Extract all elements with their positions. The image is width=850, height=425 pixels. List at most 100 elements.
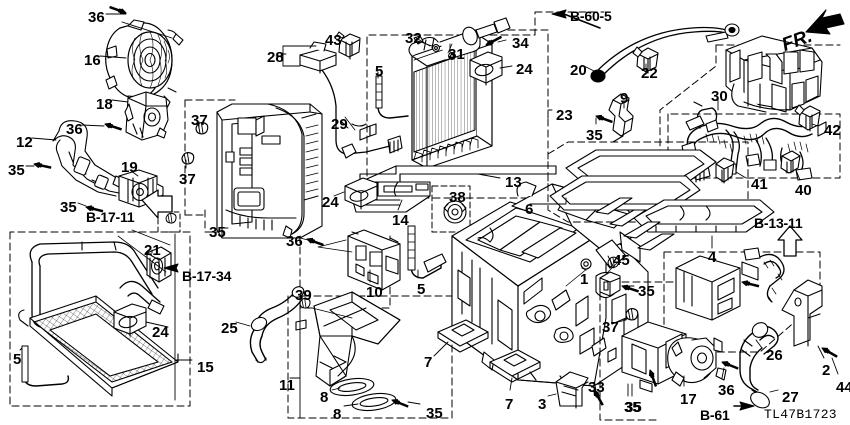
part-number-label: 42	[824, 122, 841, 139]
part-number-label: 29	[331, 116, 348, 133]
part-26-27-drain-hose	[739, 322, 779, 409]
part-heater-core-assembly	[18, 241, 179, 397]
ref-b-13-11[interactable]: B-13-11	[754, 215, 803, 231]
part-number-label: 35	[624, 399, 641, 416]
part-number-label: 23	[556, 107, 573, 124]
part-number-label: 1	[580, 271, 589, 288]
ref-b-60-5[interactable]: B-60-5	[570, 8, 612, 24]
part-number-label: 4	[708, 249, 717, 266]
part-number-label: 15	[197, 359, 214, 376]
part-21-grommet	[146, 246, 172, 283]
arrow-fr-direction	[805, 9, 845, 35]
arrow-b-60-5	[551, 9, 601, 29]
part-18-mode-actuator	[124, 91, 171, 141]
part-24-grommet-lower	[113, 303, 147, 337]
part-7-seal-a	[437, 319, 489, 353]
part-17-actuator	[667, 337, 727, 387]
part-number-label: 31	[448, 46, 465, 63]
part-number-label: 3	[538, 396, 547, 413]
part-number-label: 37	[602, 319, 619, 336]
part-3-bracket	[555, 371, 589, 409]
part-41-clip	[715, 157, 735, 184]
arrow-b-61	[733, 401, 755, 411]
part-number-label: 5	[417, 281, 426, 298]
part-8-seal-a	[329, 377, 375, 397]
part-5-clamp-mid	[407, 225, 447, 279]
bolt-35-left	[32, 161, 52, 171]
part-37-grommet	[625, 308, 639, 321]
part-31-oring	[448, 52, 456, 60]
part-number-label: 33	[588, 379, 605, 396]
part-control-amplifier	[675, 247, 785, 321]
part-heater-unit-main	[451, 181, 649, 387]
part-number-label: 35	[625, 399, 642, 416]
part-number-label: 5	[13, 351, 22, 368]
part-number-label: 7	[505, 396, 514, 413]
part-number-label: 8	[320, 389, 329, 406]
bolt-36-module	[305, 236, 325, 248]
part-number-label: 35	[8, 162, 25, 179]
part-23-evaporator-core	[408, 17, 511, 169]
part-30-wire-harness	[681, 101, 827, 183]
part-number-label: 30	[711, 88, 728, 105]
part-4-seal-strips	[595, 197, 675, 251]
part-number-label: 26	[766, 347, 783, 364]
part-38-blower-wheel	[443, 200, 467, 224]
part-24-grommet-upper	[469, 51, 503, 86]
ref-b-17-11[interactable]: B-17-11	[86, 209, 135, 225]
part-number-label: 38	[449, 189, 466, 206]
drawing-code: TL47B1723	[764, 407, 837, 422]
part-number-label: 32	[405, 30, 422, 47]
part-13-seal-strip	[359, 165, 557, 183]
part-number-label: 11	[279, 377, 295, 394]
part-1-bracket-small	[599, 271, 621, 297]
part-number-label: 7	[424, 354, 433, 371]
part-number-label: 13	[505, 174, 522, 191]
part-number-label: 44	[836, 379, 850, 396]
part-number-label: 35	[586, 127, 603, 144]
part-number-label: 24	[516, 61, 533, 78]
part-number-label: 35	[638, 283, 655, 300]
part-number-label: 24	[322, 194, 339, 211]
part-1-oring	[580, 258, 592, 270]
part-number-label: 35	[426, 405, 443, 422]
part-9-bracket	[608, 93, 634, 143]
part-7-seal-b	[489, 349, 541, 383]
part-42-clip	[794, 104, 821, 132]
part-number-label: 16	[84, 52, 101, 69]
bolt-36-actuator	[103, 121, 123, 133]
part-5-clamp-evap	[375, 75, 409, 119]
part-12-wire-bracket	[52, 120, 140, 197]
clip-35-small	[165, 212, 177, 224]
part-number-label: 17	[680, 391, 697, 408]
part-number-label: 20	[570, 62, 587, 79]
bolt-35-amp	[740, 279, 760, 289]
part-6-gasket-upper	[565, 149, 717, 183]
part-4-gasket-right	[633, 199, 775, 233]
part-number-label: 8	[333, 406, 342, 423]
part-number-label: 41	[751, 176, 768, 193]
arrow-b-13-11	[777, 225, 803, 257]
part-20-control-cable	[590, 23, 740, 83]
part-number-label: 36	[66, 121, 83, 138]
part-number-label: 9	[620, 90, 629, 107]
part-24-grommet-duct	[344, 177, 378, 210]
part-number-label: 27	[782, 389, 799, 406]
part-number-label: 34	[512, 35, 529, 52]
part-number-label: 18	[96, 96, 113, 113]
part-number-label: 22	[641, 65, 658, 82]
part-number-label: 14	[392, 212, 409, 229]
clip-37-b	[181, 152, 195, 165]
arrow-b-17-11	[141, 189, 173, 219]
part-number-label: 6	[525, 201, 534, 218]
part-number-label: 35	[60, 199, 77, 216]
part-number-label: 37	[191, 112, 208, 129]
part-10-control-module	[347, 229, 401, 291]
part-22-clip	[632, 46, 659, 74]
ref-b-17-34[interactable]: B-17-34	[182, 268, 232, 284]
part-11-floor-duct	[295, 291, 401, 387]
part-25-drain-hose	[249, 286, 305, 364]
ref-b-61[interactable]: B-61	[700, 407, 730, 423]
